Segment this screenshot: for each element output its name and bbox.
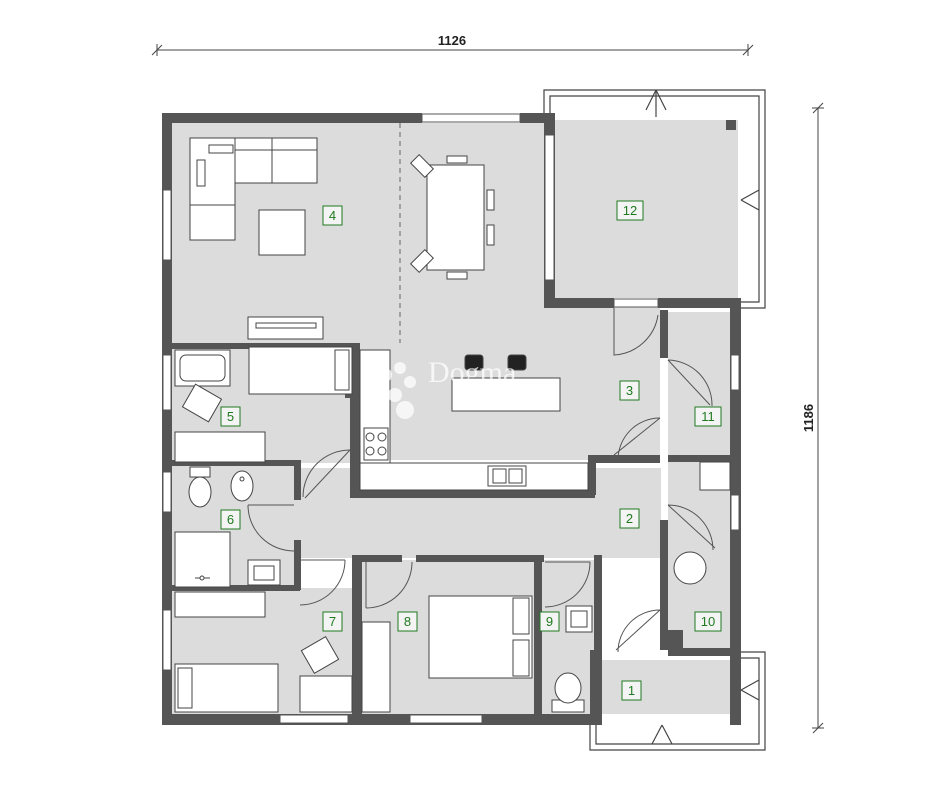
double-bed-icon — [428, 595, 533, 679]
svg-text:9: 9 — [546, 614, 553, 629]
room-label-11: 11 — [694, 406, 722, 427]
svg-text:5: 5 — [227, 409, 234, 424]
room-label-9: 9 — [539, 611, 560, 632]
bathtub-icon — [174, 349, 231, 387]
svg-text:7: 7 — [329, 614, 336, 629]
room-label-7: 7 — [322, 611, 343, 632]
svg-text:12: 12 — [623, 203, 637, 218]
svg-text:11: 11 — [701, 409, 715, 424]
boiler-icon — [673, 551, 707, 585]
room-labels: 1 2 3 4 5 6 7 8 9 10 11 12 — [220, 200, 722, 701]
watermark-logo-icon — [374, 362, 416, 419]
svg-text:4: 4 — [329, 208, 336, 223]
room-1-floor — [602, 660, 730, 714]
bidet-icon — [230, 470, 254, 502]
furniture — [174, 137, 731, 713]
sofa-icon — [189, 137, 318, 241]
room-label-12: 12 — [616, 200, 644, 221]
door-swings — [247, 308, 716, 653]
tv-unit-icon — [247, 316, 324, 340]
dimension-width — [151, 44, 754, 56]
room-12-floor — [555, 120, 738, 298]
svg-text:3: 3 — [626, 383, 633, 398]
shower-icon — [174, 531, 231, 588]
room-11-floor — [668, 312, 730, 458]
room-label-3: 3 — [619, 380, 640, 401]
room-label-1: 1 — [621, 680, 642, 701]
toilet-icon — [551, 672, 585, 713]
height-dimension-label: 1186 — [801, 404, 816, 432]
bar-stool-icon — [464, 354, 527, 371]
room-label-4: 4 — [322, 205, 343, 226]
toilet-icon — [188, 466, 212, 508]
room-label-8: 8 — [397, 611, 418, 632]
room-label-5: 5 — [220, 406, 241, 427]
washer-icon — [699, 461, 731, 491]
kitchen-island-icon — [451, 377, 561, 412]
wardrobe-icon — [174, 591, 266, 618]
room-label-10: 10 — [694, 611, 722, 632]
room-label-6: 6 — [220, 509, 241, 530]
watermark-brand: Dogma — [428, 356, 516, 389]
windows — [162, 113, 740, 724]
armchair-icon — [181, 383, 223, 423]
watermark: Dogma nekretnine — [374, 356, 560, 419]
desk-icon — [299, 675, 353, 713]
walls — [162, 113, 741, 725]
svg-text:10: 10 — [701, 614, 715, 629]
sink-icon — [247, 559, 281, 586]
coffee-table-icon — [258, 209, 306, 256]
width-dimension-label: 1126 — [438, 33, 466, 48]
desk-icon — [174, 431, 266, 463]
dining-table-icon — [409, 153, 495, 280]
svg-text:1: 1 — [628, 683, 635, 698]
bed-icon — [174, 663, 279, 713]
wardrobe-icon — [361, 621, 391, 713]
room-label-2: 2 — [619, 508, 640, 529]
svg-text:6: 6 — [227, 512, 234, 527]
sink-icon — [565, 605, 593, 633]
watermark-tagline: nekretnine — [505, 386, 560, 401]
svg-text:8: 8 — [404, 614, 411, 629]
dimension-height — [812, 102, 824, 734]
svg-text:2: 2 — [626, 511, 633, 526]
terraces — [543, 89, 766, 751]
armchair-icon — [300, 636, 340, 674]
bed-icon — [248, 346, 353, 395]
